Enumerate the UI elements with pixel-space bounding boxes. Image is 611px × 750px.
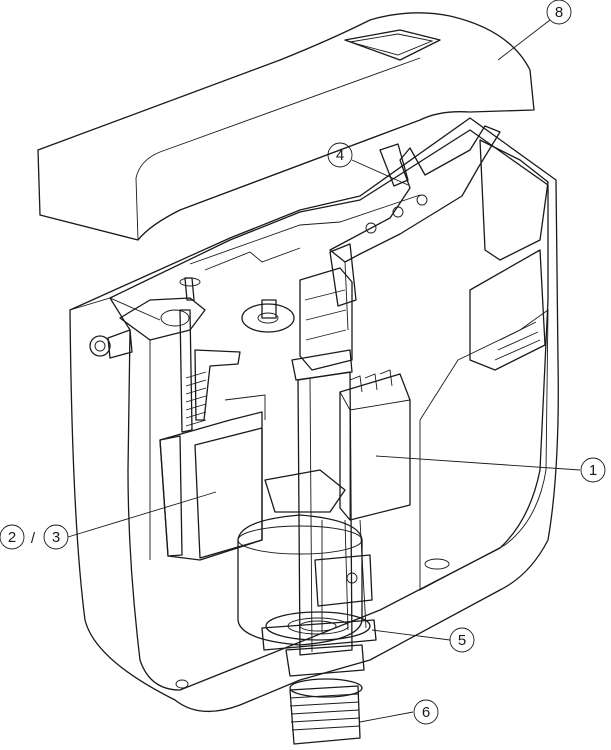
- svg-text:5: 5: [458, 632, 466, 649]
- callout-separator: /: [31, 530, 36, 547]
- callout-6: 6: [359, 699, 439, 725]
- inlet-valve: [89, 277, 266, 561]
- callout-8: 8: [497, 0, 572, 61]
- callout-2-3: 2 / 3: [0, 491, 217, 550]
- svg-text:4: 4: [336, 147, 344, 164]
- svg-text:1: 1: [589, 462, 597, 479]
- callout-5: 5: [371, 627, 475, 653]
- svg-text:8: 8: [555, 4, 563, 21]
- callout-1: 1: [375, 455, 606, 483]
- svg-text:6: 6: [422, 704, 430, 721]
- callout-4: 4: [327, 142, 409, 186]
- callout-2-label: 2: [8, 529, 16, 546]
- cistern-lid: [37, 12, 535, 241]
- callout-3-label: 3: [52, 529, 60, 546]
- flush-valve: [237, 125, 501, 745]
- cistern-tank: [69, 117, 559, 713]
